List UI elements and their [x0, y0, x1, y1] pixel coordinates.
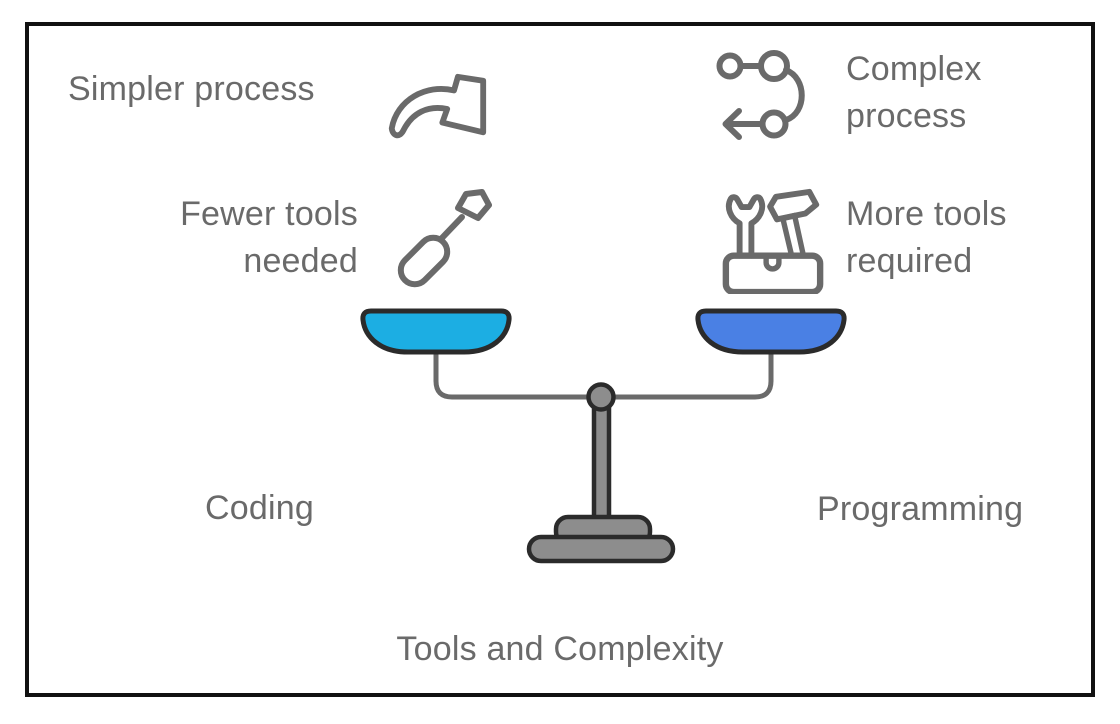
wrench-shape	[725, 194, 766, 259]
more-tools-label: More tools required	[846, 195, 1007, 280]
complex-process-label: Complex process	[846, 50, 982, 135]
box-notch-shape	[763, 253, 782, 272]
hammer-head-shape	[767, 188, 820, 223]
fewer-tools-label: Fewer tools needed	[180, 195, 358, 280]
diagram-border	[25, 22, 1095, 697]
screwdriver-icon	[397, 189, 492, 288]
diagram-title: Tools and Complexity	[396, 630, 724, 668]
right-pan	[695, 308, 847, 355]
box-shape	[722, 252, 824, 294]
left-pan	[360, 308, 512, 355]
scale-stand	[526, 382, 676, 564]
scale-pole	[591, 394, 612, 530]
programming-label: Programming	[817, 490, 1024, 528]
scale-base-bottom	[526, 534, 676, 564]
simpler-process-label: Simpler process	[68, 70, 315, 108]
toolbox-icon	[722, 188, 824, 294]
winding-path-icon	[716, 50, 805, 140]
scale-pivot	[586, 382, 616, 412]
redo-arrow-icon	[388, 73, 487, 139]
coding-label: Coding	[205, 489, 314, 527]
